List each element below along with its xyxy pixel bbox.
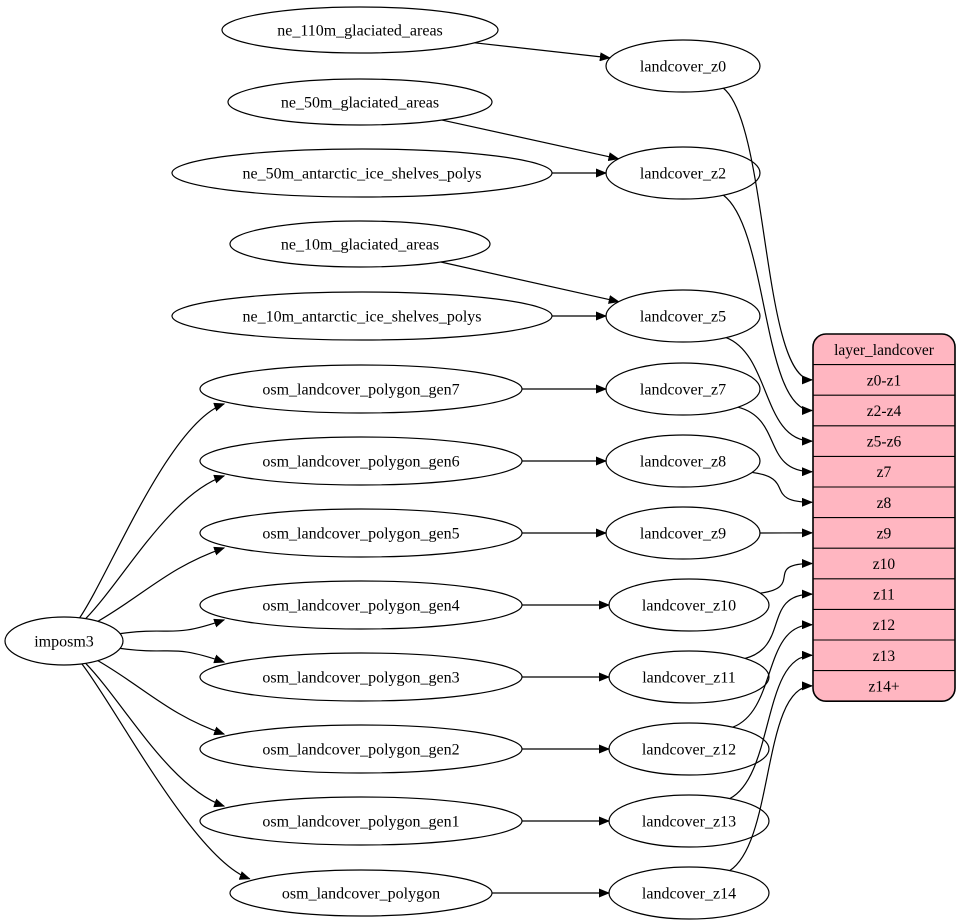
edge-landcover_z5-to-row-z5-z6	[725, 336, 813, 446]
node-label-osm_landcover_polygon_gen4: osm_landcover_polygon_gen4	[262, 598, 459, 615]
table-row-z12: z12	[873, 617, 895, 634]
table-row-z14+: z14+	[868, 678, 899, 695]
node-imposm3	[4, 616, 124, 666]
table-row-z13: z13	[873, 648, 896, 665]
node-label-osm_landcover_polygon_gen2: osm_landcover_polygon_gen2	[262, 742, 459, 759]
edge-imposm3-to-osm_landcover_polygon_gen1	[85, 662, 226, 808]
node-label-landcover_z14: landcover_z14	[642, 886, 736, 903]
node-ne_10m_glaciated_areas	[229, 220, 491, 268]
edge-ne_50m_glaciated_areas-to-landcover_z2	[441, 119, 620, 162]
node-label-landcover_z0: landcover_z0	[640, 59, 726, 76]
edge-landcover_z7-to-row-z7	[737, 406, 813, 477]
node-landcover_z0	[605, 39, 761, 93]
node-label-ne_10m_glaciated_areas: ne_10m_glaciated_areas	[281, 237, 439, 254]
node-ne_50m_glaciated_areas	[227, 78, 493, 126]
edge-imposm3-to-osm_landcover_polygon_gen6	[85, 474, 226, 620]
node-label-landcover_z13: landcover_z13	[642, 814, 736, 831]
node-label-landcover_z9: landcover_z9	[640, 526, 726, 543]
node-label-landcover_z11: landcover_z11	[642, 670, 736, 687]
node-label-ne_50m_antarctic_ice_shelves_polys: ne_50m_antarctic_ice_shelves_polys	[242, 166, 481, 183]
node-label-landcover_z7: landcover_z7	[640, 382, 726, 399]
node-label-landcover_z10: landcover_z10	[642, 598, 736, 615]
node-label-landcover_z8: landcover_z8	[640, 454, 726, 471]
edge-imposm3-to-osm_landcover_polygon_gen3	[120, 647, 226, 664]
table-row-z2-z4: z2-z4	[867, 403, 902, 420]
edge-landcover_z11-to-row-z11	[744, 589, 813, 660]
edge-imposm3-to-osm_landcover_polygon_gen7	[79, 402, 226, 619]
table-row-z9: z9	[877, 525, 892, 542]
table-row-z10: z10	[873, 556, 896, 573]
node-label-osm_landcover_polygon_gen6: osm_landcover_polygon_gen6	[262, 454, 459, 471]
node-label-ne_110m_glaciated_areas: ne_110m_glaciated_areas	[277, 23, 443, 40]
node-label-osm_landcover_polygon_gen7: osm_landcover_polygon_gen7	[262, 382, 459, 399]
edge-ne_110m_glaciated_areas-to-landcover_z0	[474, 42, 611, 62]
node-label-ne_50m_glaciated_areas: ne_50m_glaciated_areas	[281, 95, 439, 112]
edge-ne_10m_glaciated_areas-to-landcover_z5	[440, 261, 620, 304]
edge-landcover_z8-to-row-z8	[752, 471, 813, 507]
node-label-osm_landcover_polygon_gen5: osm_landcover_polygon_gen5	[262, 526, 459, 543]
edge-landcover_z13-to-row-z13	[729, 650, 813, 800]
node-label-osm_landcover_polygon_gen3: osm_landcover_polygon_gen3	[262, 670, 459, 687]
table-row-z8: z8	[877, 495, 892, 512]
node-label-landcover_z2: landcover_z2	[640, 166, 726, 183]
table-row-z7: z7	[877, 464, 892, 481]
edge-imposm3-to-osm_landcover_polygon_gen4	[120, 618, 226, 635]
edge-landcover_z0-to-row-z0-z1	[722, 87, 813, 385]
table-row-z11: z11	[873, 587, 895, 604]
node-label-ne_10m_antarctic_ice_shelves_polys: ne_10m_antarctic_ice_shelves_polys	[242, 309, 481, 326]
edge-landcover_z10-to-row-z10	[760, 559, 813, 594]
table-row-z5-z6: z5-z6	[867, 434, 902, 451]
node-label-imposm3: imposm3	[34, 634, 94, 651]
table-title: layer_landcover	[834, 342, 935, 359]
node-label-osm_landcover_polygon_gen1: osm_landcover_polygon_gen1	[262, 814, 459, 831]
edge-imposm3-to-osm_landcover_polygon_gen5	[97, 546, 226, 622]
node-label-osm_landcover_polygon: osm_landcover_polygon	[282, 886, 440, 903]
edge-imposm3-to-osm_landcover_polygon	[81, 663, 251, 880]
table-row-z0-z1: z0-z1	[867, 372, 901, 389]
node-label-landcover_z5: landcover_z5	[640, 309, 726, 326]
edge-landcover_z2-to-row-z2-z4	[722, 194, 813, 415]
node-label-landcover_z12: landcover_z12	[642, 742, 736, 759]
edge-imposm3-to-osm_landcover_polygon_gen2	[97, 660, 226, 736]
node-ne_110m_glaciated_areas	[221, 6, 499, 54]
edge-landcover_z12-to-row-z12	[732, 620, 813, 728]
edge-landcover_z14-to-row-z14+	[729, 681, 813, 872]
